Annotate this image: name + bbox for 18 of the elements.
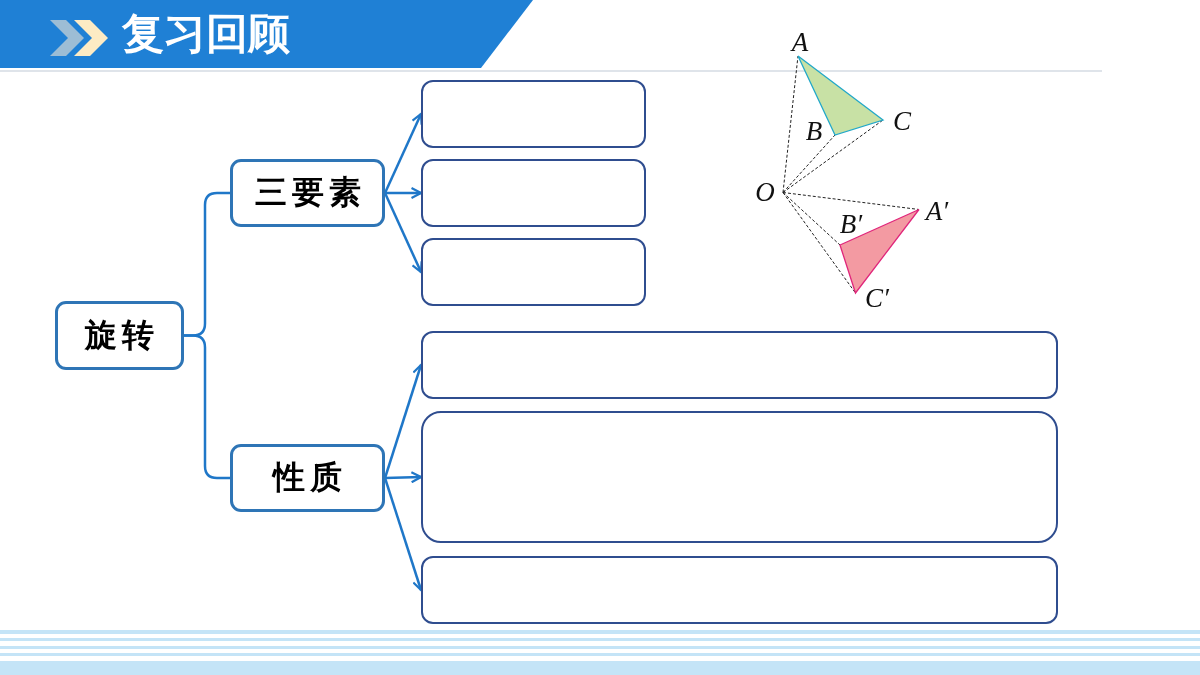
arrow [385, 186, 423, 200]
bracket-line [184, 334, 230, 480]
answer-box [421, 238, 646, 306]
arrow [383, 192, 423, 274]
answer-box [421, 159, 646, 227]
answer-box [421, 411, 1058, 543]
point-label: O [755, 177, 775, 207]
subtopic-box: 三要素 [230, 159, 385, 227]
point-label: A′ [925, 196, 949, 226]
subtopic-box: 性质 [230, 444, 385, 512]
topic-box: 旋转 [55, 301, 184, 370]
arrow [384, 471, 423, 484]
slide-title: 复习回顾 [122, 10, 290, 58]
arrow [383, 112, 423, 194]
answer-box [421, 556, 1058, 624]
point-label: A [791, 27, 809, 57]
answer-box [421, 80, 646, 148]
answer-box [421, 331, 1058, 399]
